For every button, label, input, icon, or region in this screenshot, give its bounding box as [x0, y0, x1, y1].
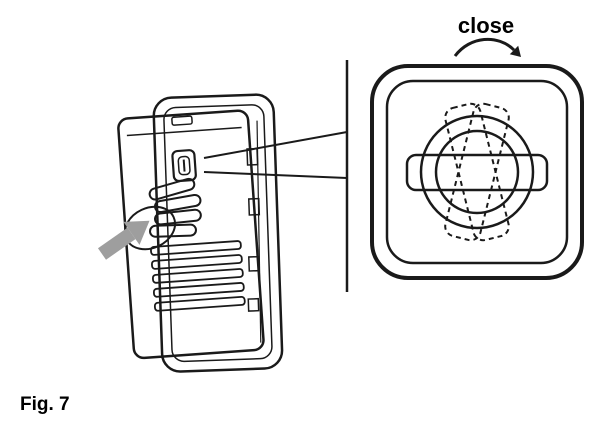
- knob-wing-dashed-right: [444, 102, 510, 242]
- figure-caption: Fig. 7: [20, 394, 70, 415]
- knob-center: [434, 129, 520, 215]
- louvers-icon: [150, 240, 246, 312]
- rotation-arrow-icon: [453, 37, 521, 57]
- knob-wing-dashed-left: [444, 102, 510, 242]
- vent-frame: [152, 93, 284, 373]
- push-arrow-icon: [97, 220, 150, 260]
- detail-inner-frame: [385, 79, 569, 265]
- cover-top-tab: [171, 115, 193, 126]
- detail-outer-frame: [370, 64, 584, 280]
- latch-icon: [171, 149, 197, 183]
- callout-leader-lines: [203, 60, 349, 292]
- knob-icon: [405, 153, 549, 192]
- latch-detail-view: [370, 64, 584, 280]
- cover-top-edge: [126, 126, 242, 137]
- knob-base-circle: [419, 114, 535, 230]
- close-label: close: [458, 13, 514, 38]
